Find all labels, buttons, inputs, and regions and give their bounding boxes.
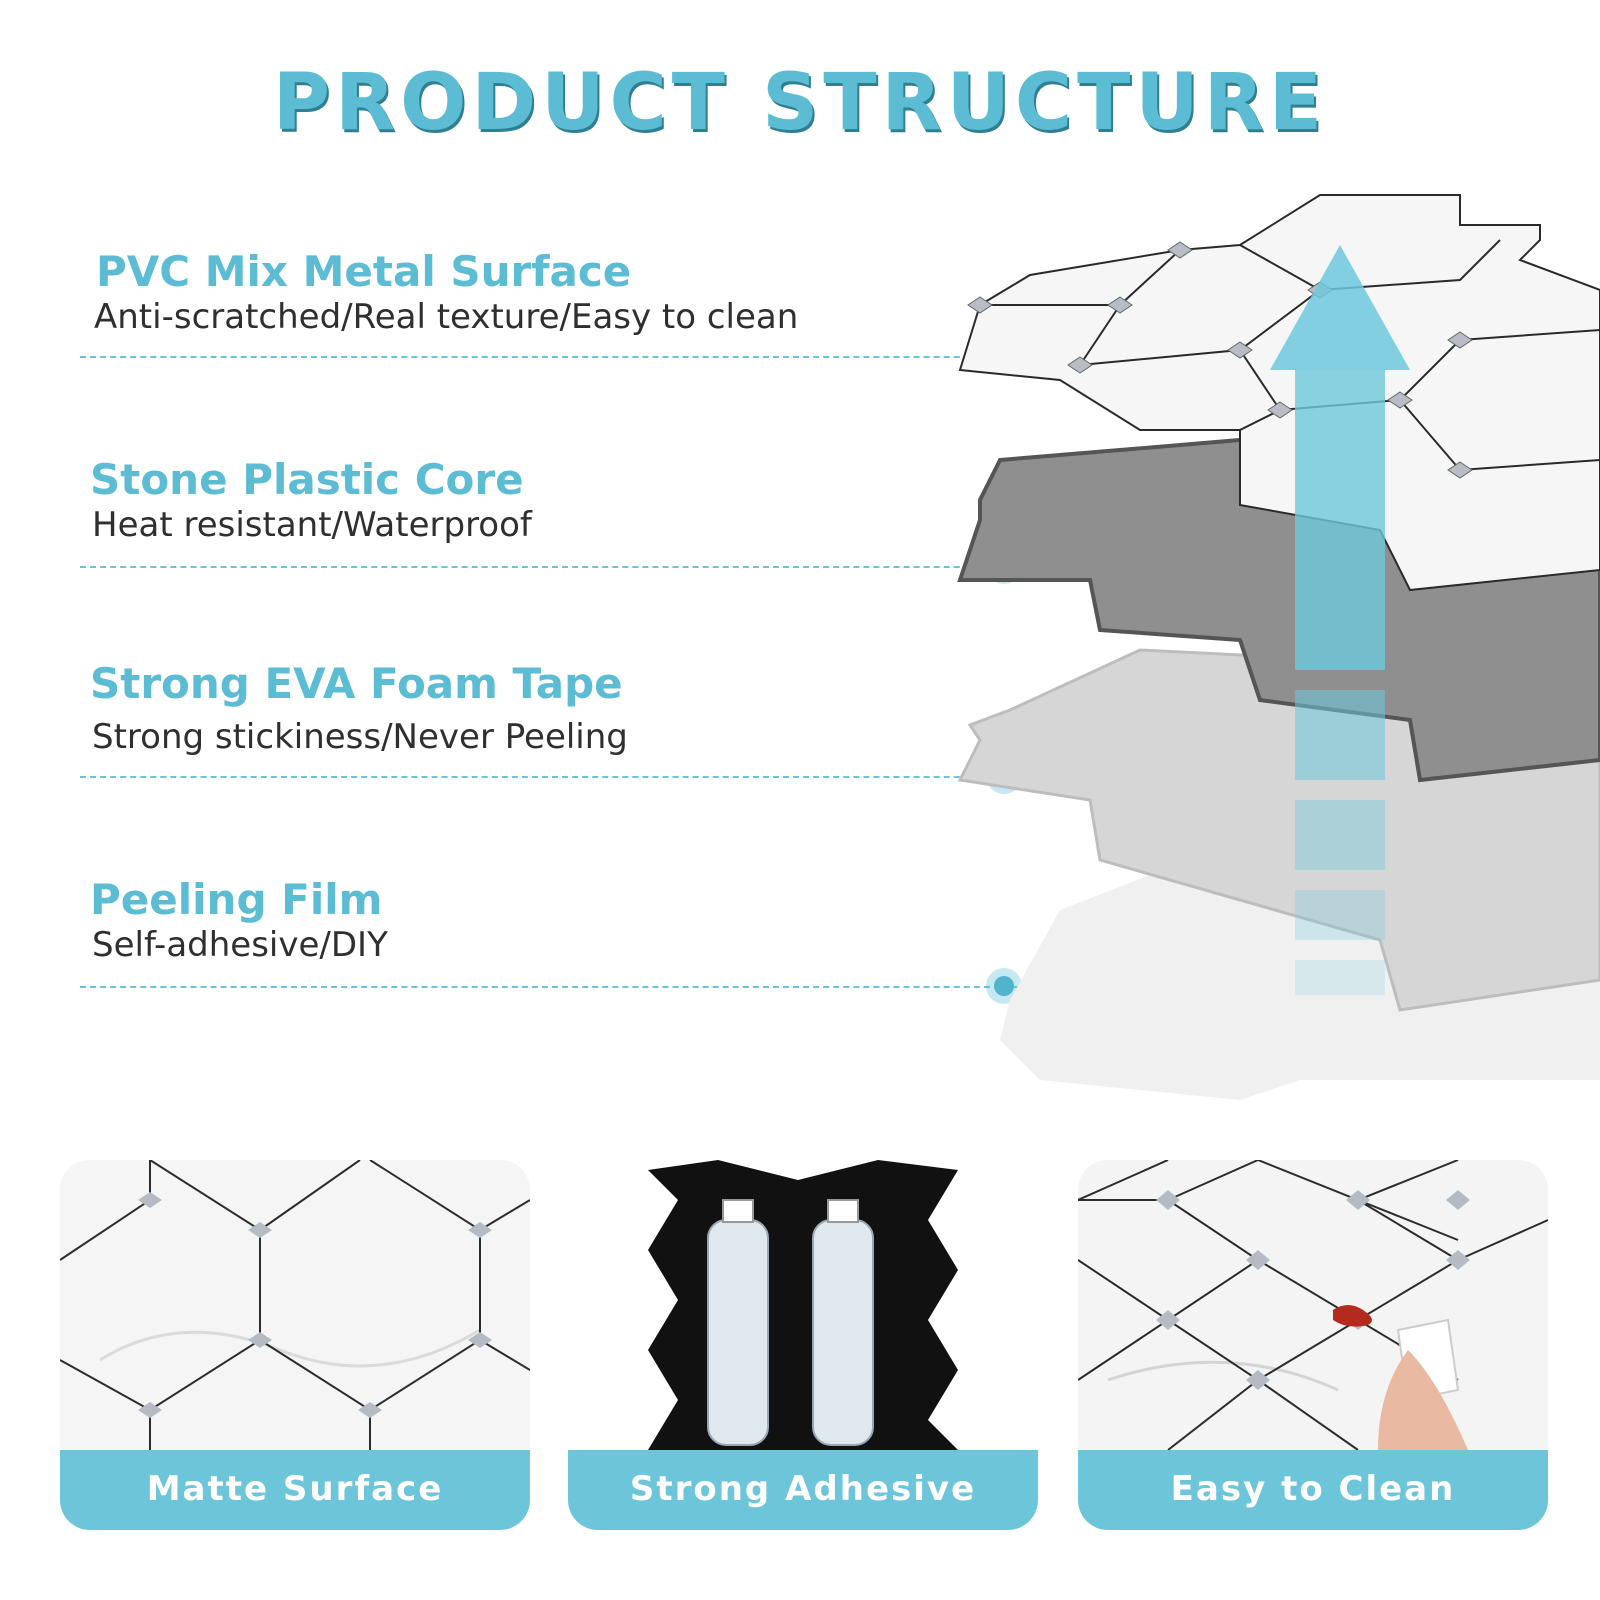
strong-adhesive-image xyxy=(568,1160,1038,1450)
up-arrow-icon xyxy=(1270,245,1410,995)
feature-label: Strong Adhesive xyxy=(568,1450,1038,1530)
page-title: PRODUCT STRUCTURE xyxy=(272,58,1328,148)
layer-description: Heat resistant/Waterproof xyxy=(92,505,532,545)
feature-card-strong-adhesive: Strong Adhesive xyxy=(568,1160,1038,1530)
feature-label: Easy to Clean xyxy=(1078,1450,1548,1530)
layer-leader-line xyxy=(80,986,1020,988)
layer-leader-line xyxy=(80,776,1020,778)
layer-stone-core: Stone Plastic Core Heat resistant/Waterp… xyxy=(80,455,1040,584)
layer-description: Self-adhesive/DIY xyxy=(92,925,388,965)
exploded-layers-illustration xyxy=(957,194,1600,1100)
feature-label: Matte Surface xyxy=(60,1450,530,1530)
matte-surface-image xyxy=(60,1160,530,1450)
layer-pvc-surface: PVC Mix Metal Surface Anti-scratched/Rea… xyxy=(80,247,1040,374)
layer-peeling-film: Peeling Film Self-adhesive/DIY xyxy=(80,875,1040,1004)
layer-name: Strong EVA Foam Tape xyxy=(90,659,623,708)
layer-name: Stone Plastic Core xyxy=(90,455,524,504)
layer-name: PVC Mix Metal Surface xyxy=(96,247,632,296)
layer-name: Peeling Film xyxy=(90,875,383,924)
easy-to-clean-image xyxy=(1078,1160,1548,1450)
feature-card-matte-surface: Matte Surface xyxy=(60,1160,530,1530)
layer-leader-line xyxy=(80,356,1020,358)
layer-description: Anti-scratched/Real texture/Easy to clea… xyxy=(94,297,799,337)
feature-cards: Matte Surface Strong Adhesive xyxy=(60,1160,1550,1530)
layer-eva-tape: Strong EVA Foam Tape Strong stickiness/N… xyxy=(80,659,1040,794)
feature-card-easy-to-clean: Easy to Clean xyxy=(1078,1160,1548,1530)
layer-leader-line xyxy=(80,566,1020,568)
layer-description: Strong stickiness/Never Peeling xyxy=(92,717,628,757)
